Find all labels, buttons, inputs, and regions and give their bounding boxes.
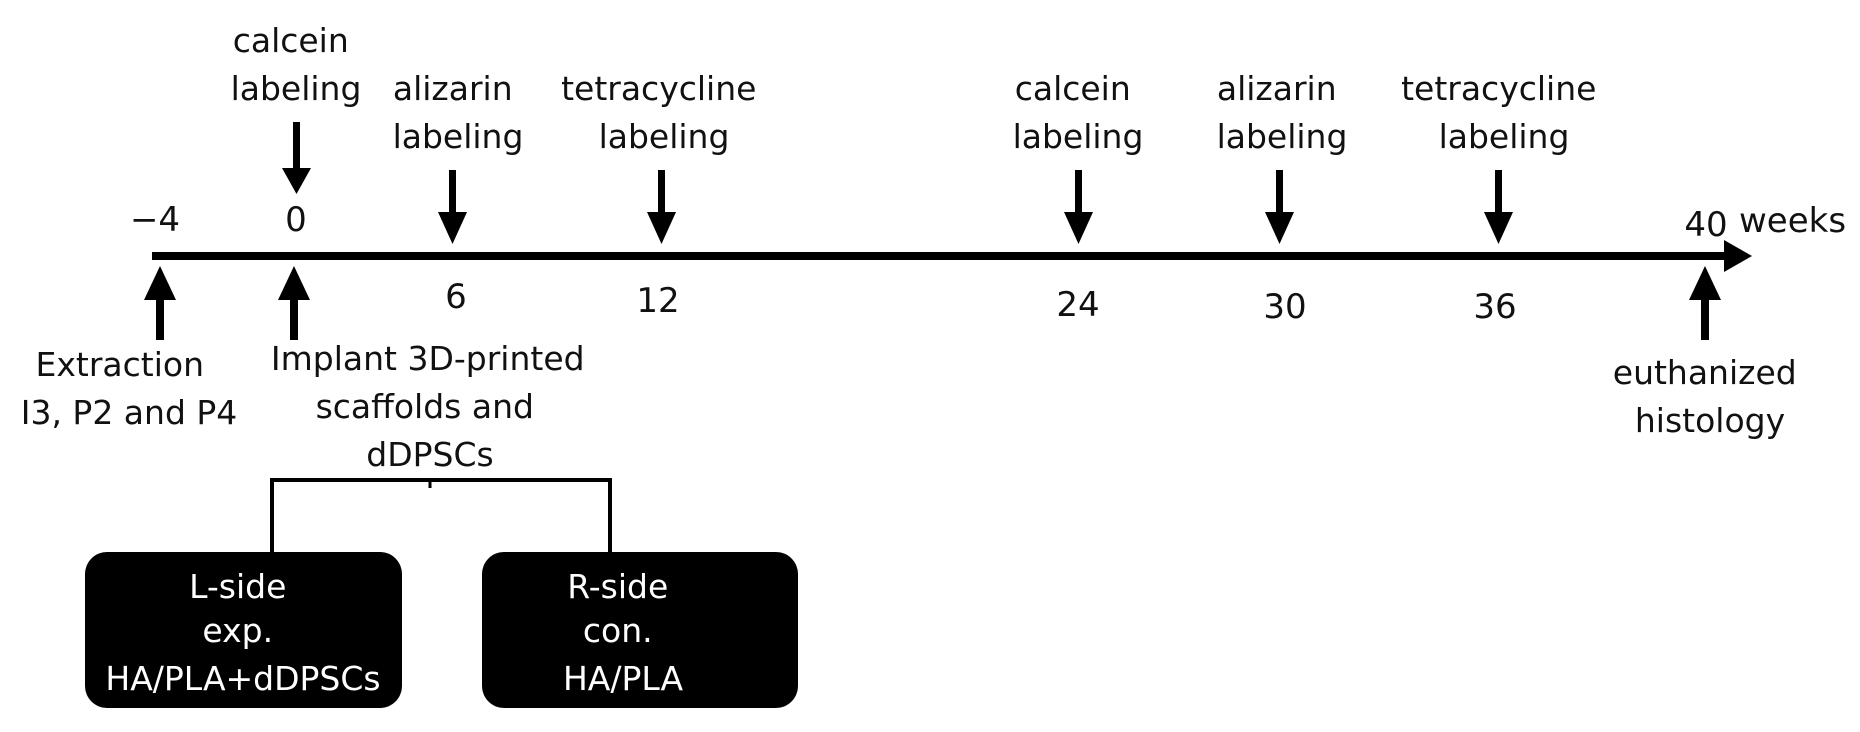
- group-box-left: L-side exp. HA/PLA+dDPSCs: [85, 552, 402, 708]
- tick-label-30: 30: [1263, 287, 1306, 327]
- labeling-label-week-0: calcein labeling: [231, 21, 362, 108]
- labeling-arrow-week-36: [1484, 170, 1513, 244]
- labeling-arrow-week-6: [438, 170, 467, 244]
- event-arrow-week-0: [278, 266, 310, 340]
- labeling-label-week-24: calcein labeling: [1013, 69, 1144, 156]
- group-bracket: [270, 478, 612, 558]
- group-box-right: R-side con. HA/PLA: [482, 552, 798, 708]
- labeling-arrow-week-0: [282, 122, 311, 194]
- labeling-label-week-36: tetracycline labeling: [1401, 69, 1607, 156]
- labeling-arrow-week-30: [1265, 170, 1294, 244]
- svg-text:R-side con. HA/PLA: R-side con. HA/PLA: [563, 567, 684, 698]
- event-label-euthanized: euthanized histology: [1613, 353, 1807, 440]
- tick-label-minus4: −4: [130, 200, 180, 240]
- tick-label-0: 0: [285, 200, 307, 240]
- tick-label-12: 12: [636, 281, 679, 321]
- tick-label-36: 36: [1473, 287, 1516, 327]
- timeline-arrowhead: [1724, 240, 1752, 272]
- labeling-arrow-week-24: [1064, 170, 1093, 244]
- event-label-extraction: Extraction I3, P2 and P4: [21, 345, 238, 432]
- tick-label-6: 6: [445, 277, 467, 317]
- tick-label-40: 40: [1684, 205, 1727, 245]
- labeling-label-week-30: alizarin labeling: [1217, 69, 1348, 156]
- svg-text:L-side exp. HA/PLA: L-side exp. HA/PLA+dDPSCs: [105, 567, 380, 698]
- tick-label-24: 24: [1056, 285, 1099, 325]
- event-arrow-week-40: [1689, 266, 1721, 340]
- labeling-arrow-week-12: [647, 170, 676, 244]
- event-arrow-week-minus4: [144, 266, 176, 340]
- labeling-label-week-6: alizarin labeling: [393, 69, 524, 156]
- event-label-implant: Implant 3D-printed scaffolds and dDPSCs: [271, 339, 595, 474]
- labeling-label-week-12: tetracycline labeling: [561, 69, 767, 156]
- axis-unit-label: weeks: [1739, 201, 1846, 241]
